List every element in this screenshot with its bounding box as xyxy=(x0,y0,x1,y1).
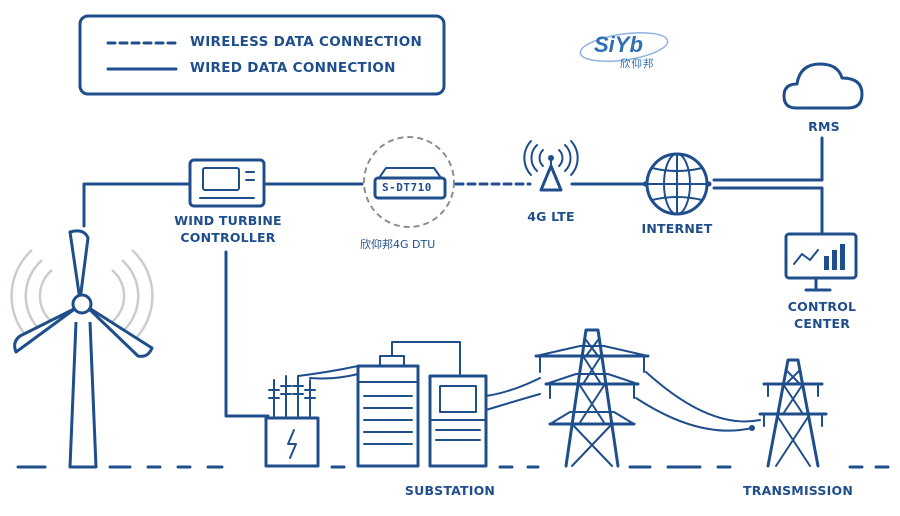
control-center-label: CONTROL CENTER xyxy=(772,298,872,332)
globe-icon xyxy=(642,152,712,216)
wire-internet-control xyxy=(712,186,824,234)
logo-brand: SiYb xyxy=(594,32,643,57)
controller-label: WIND TURBINE CONTROLLER xyxy=(158,212,298,246)
controller-label-line2: CONTROLLER xyxy=(180,230,276,245)
transmission-tower-small-icon xyxy=(758,358,828,468)
wire-turbine-controller xyxy=(82,182,192,228)
transformer-icon xyxy=(264,375,320,468)
transmission-tower-icon xyxy=(534,328,650,468)
monitor-chart-icon xyxy=(784,232,858,292)
dtu-caption: 欣仰邦4G DTU xyxy=(360,238,436,251)
logo-subtitle: 欣仰邦 xyxy=(620,58,655,70)
control-center-line2: CENTER xyxy=(793,316,851,331)
control-center-line1: CONTROL xyxy=(787,299,857,314)
substation-building-icon xyxy=(356,341,488,468)
internet-label: INTERNET xyxy=(641,221,713,236)
legend-wired-label: WIRED DATA CONNECTION xyxy=(190,60,396,76)
rms-label: RMS xyxy=(808,119,840,134)
substation-label: SUBSTATION xyxy=(404,483,496,498)
wire-internet-rms xyxy=(712,136,824,182)
wire-controller-transformer xyxy=(224,250,270,418)
transmission-label: TRANSMISSION xyxy=(743,483,853,498)
dtu-router-icon xyxy=(363,136,455,228)
controller-label-line1: WIND TURBINE xyxy=(174,213,282,228)
cloud-icon xyxy=(782,62,864,110)
legend-wireless-label: WIRELESS DATA CONNECTION xyxy=(190,34,423,50)
dtu-device-label: S-DT710 xyxy=(382,181,432,194)
lte-label: 4G LTE xyxy=(527,209,575,224)
cell-tower-icon xyxy=(523,140,579,192)
controller-monitor-icon xyxy=(188,158,266,208)
siyb-logo-icon xyxy=(579,31,669,63)
legend-box xyxy=(78,14,446,96)
wind-turbine-icon xyxy=(10,229,154,469)
